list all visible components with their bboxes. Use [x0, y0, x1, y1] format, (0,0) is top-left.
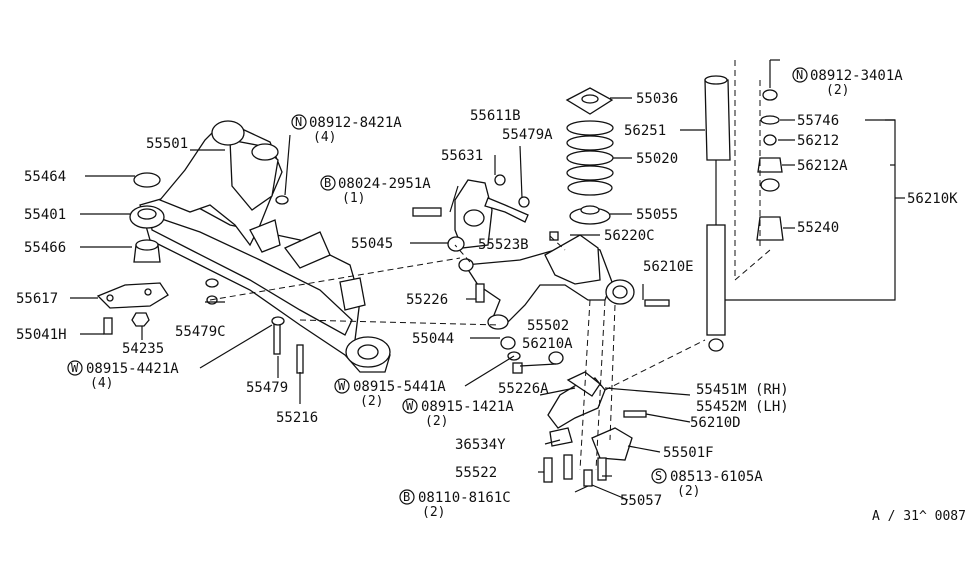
- callout-55401: 55401: [24, 207, 66, 223]
- s-prefix-circle-6105: [651, 468, 667, 484]
- callout-56210e: 56210E: [643, 259, 694, 275]
- n-prefix-circle-3401: [792, 67, 808, 83]
- callout-55611b: 55611B: [470, 108, 521, 124]
- callout-55466: 55466: [24, 240, 66, 256]
- callout-55746: 55746: [797, 113, 839, 129]
- callout-55501: 55501: [146, 136, 188, 152]
- callout-08110-8161c-qty: (2): [422, 505, 445, 520]
- shock-absorber-illustration: [704, 75, 784, 352]
- callout-08915-4421a-qty: (4): [90, 376, 113, 391]
- callout-55045: 55045: [351, 236, 393, 252]
- callout-56210k: 56210K: [907, 191, 958, 207]
- b-prefix-2951: B: [324, 176, 331, 190]
- w-prefix-1421: W: [406, 399, 414, 413]
- callout-54235: 54235: [122, 341, 164, 357]
- s-prefix-6105: S: [655, 469, 662, 483]
- callout-55522: 55522: [455, 465, 497, 481]
- callout-08912-3401a: 08912-3401A: [810, 68, 903, 84]
- callout-55452m: 55452M (LH): [696, 399, 789, 415]
- callout-55057: 55057: [620, 493, 662, 509]
- callout-56220c: 56220C: [604, 228, 655, 244]
- callout-56212a: 56212A: [797, 158, 848, 174]
- callout-55036: 55036: [636, 91, 678, 107]
- callout-08915-5441a: 08915-5441A: [353, 379, 446, 395]
- callout-55020: 55020: [636, 151, 678, 167]
- part-callouts: 55501 55464 55401 55466 55617 55041H 542…: [16, 67, 958, 520]
- callout-55479a: 55479A: [502, 127, 553, 143]
- knuckle-illustration: [543, 371, 647, 487]
- callout-08915-1421a: 08915-1421A: [421, 399, 514, 415]
- b-prefix-circle-2951: [320, 175, 336, 191]
- callout-55501f: 55501F: [663, 445, 714, 461]
- diagram-reference-code: A / 31^ 0087: [872, 509, 966, 524]
- callout-08912-8421a: 08912-8421A: [309, 115, 402, 131]
- callout-08915-1421a-qty: (2): [425, 414, 448, 429]
- callout-55464: 55464: [24, 169, 66, 185]
- callout-08915-5441a-qty: (2): [360, 394, 383, 409]
- alignment-dashes: [209, 60, 771, 471]
- callout-55631: 55631: [441, 148, 483, 164]
- b-prefix-8161: B: [403, 490, 410, 504]
- callout-08513-6105a-qty: (2): [677, 484, 700, 499]
- w-prefix-circle-5441: [334, 378, 350, 394]
- callout-08513-6105a: 08513-6105A: [670, 469, 763, 485]
- w-prefix-circle: [67, 360, 83, 376]
- callout-55226a: 55226A: [498, 381, 549, 397]
- callout-55479: 55479: [246, 380, 288, 396]
- callout-55240: 55240: [797, 220, 839, 236]
- callout-55479c: 55479C: [175, 324, 226, 340]
- b-prefix-circle-8161: [399, 489, 415, 505]
- callout-56210a: 56210A: [522, 336, 573, 352]
- callout-55523b: 55523B: [478, 237, 529, 253]
- n-prefix-3401: N: [796, 68, 803, 82]
- w-prefix-circle-1421: [402, 398, 418, 414]
- callout-55502: 55502: [527, 318, 569, 334]
- suspension-member-illustration: [96, 120, 391, 374]
- callout-08110-8161c: 08110-8161C: [418, 490, 511, 506]
- callout-55617: 55617: [16, 291, 58, 307]
- callout-55041h: 55041H: [16, 327, 67, 343]
- n-prefix-circle-8421: [291, 114, 307, 130]
- callout-56251: 56251: [624, 123, 666, 139]
- callout-55451m: 55451M (RH): [696, 382, 789, 398]
- callout-56210d: 56210D: [690, 415, 741, 431]
- callout-08915-4421a: 08915-4421A: [86, 361, 179, 377]
- callout-55044: 55044: [412, 331, 454, 347]
- spring-illustration: [565, 87, 614, 225]
- callout-55226: 55226: [406, 292, 448, 308]
- callout-55055: 55055: [636, 207, 678, 223]
- callout-56212: 56212: [797, 133, 839, 149]
- callout-55216: 55216: [276, 410, 318, 426]
- lower-arm-illustration: [412, 174, 670, 374]
- callout-36534y: 36534Y: [455, 437, 506, 453]
- callout-08024-2951a-qty: (1): [342, 191, 365, 206]
- callout-08912-3401a-qty: (2): [826, 83, 849, 98]
- leader-lines: [70, 59, 905, 501]
- callout-08912-8421a-qty: (4): [313, 130, 336, 145]
- n-prefix-8421: N: [295, 115, 302, 129]
- callout-08024-2951a: 08024-2951A: [338, 176, 431, 192]
- w-prefix: W: [71, 361, 79, 375]
- w-prefix-5441: W: [338, 379, 346, 393]
